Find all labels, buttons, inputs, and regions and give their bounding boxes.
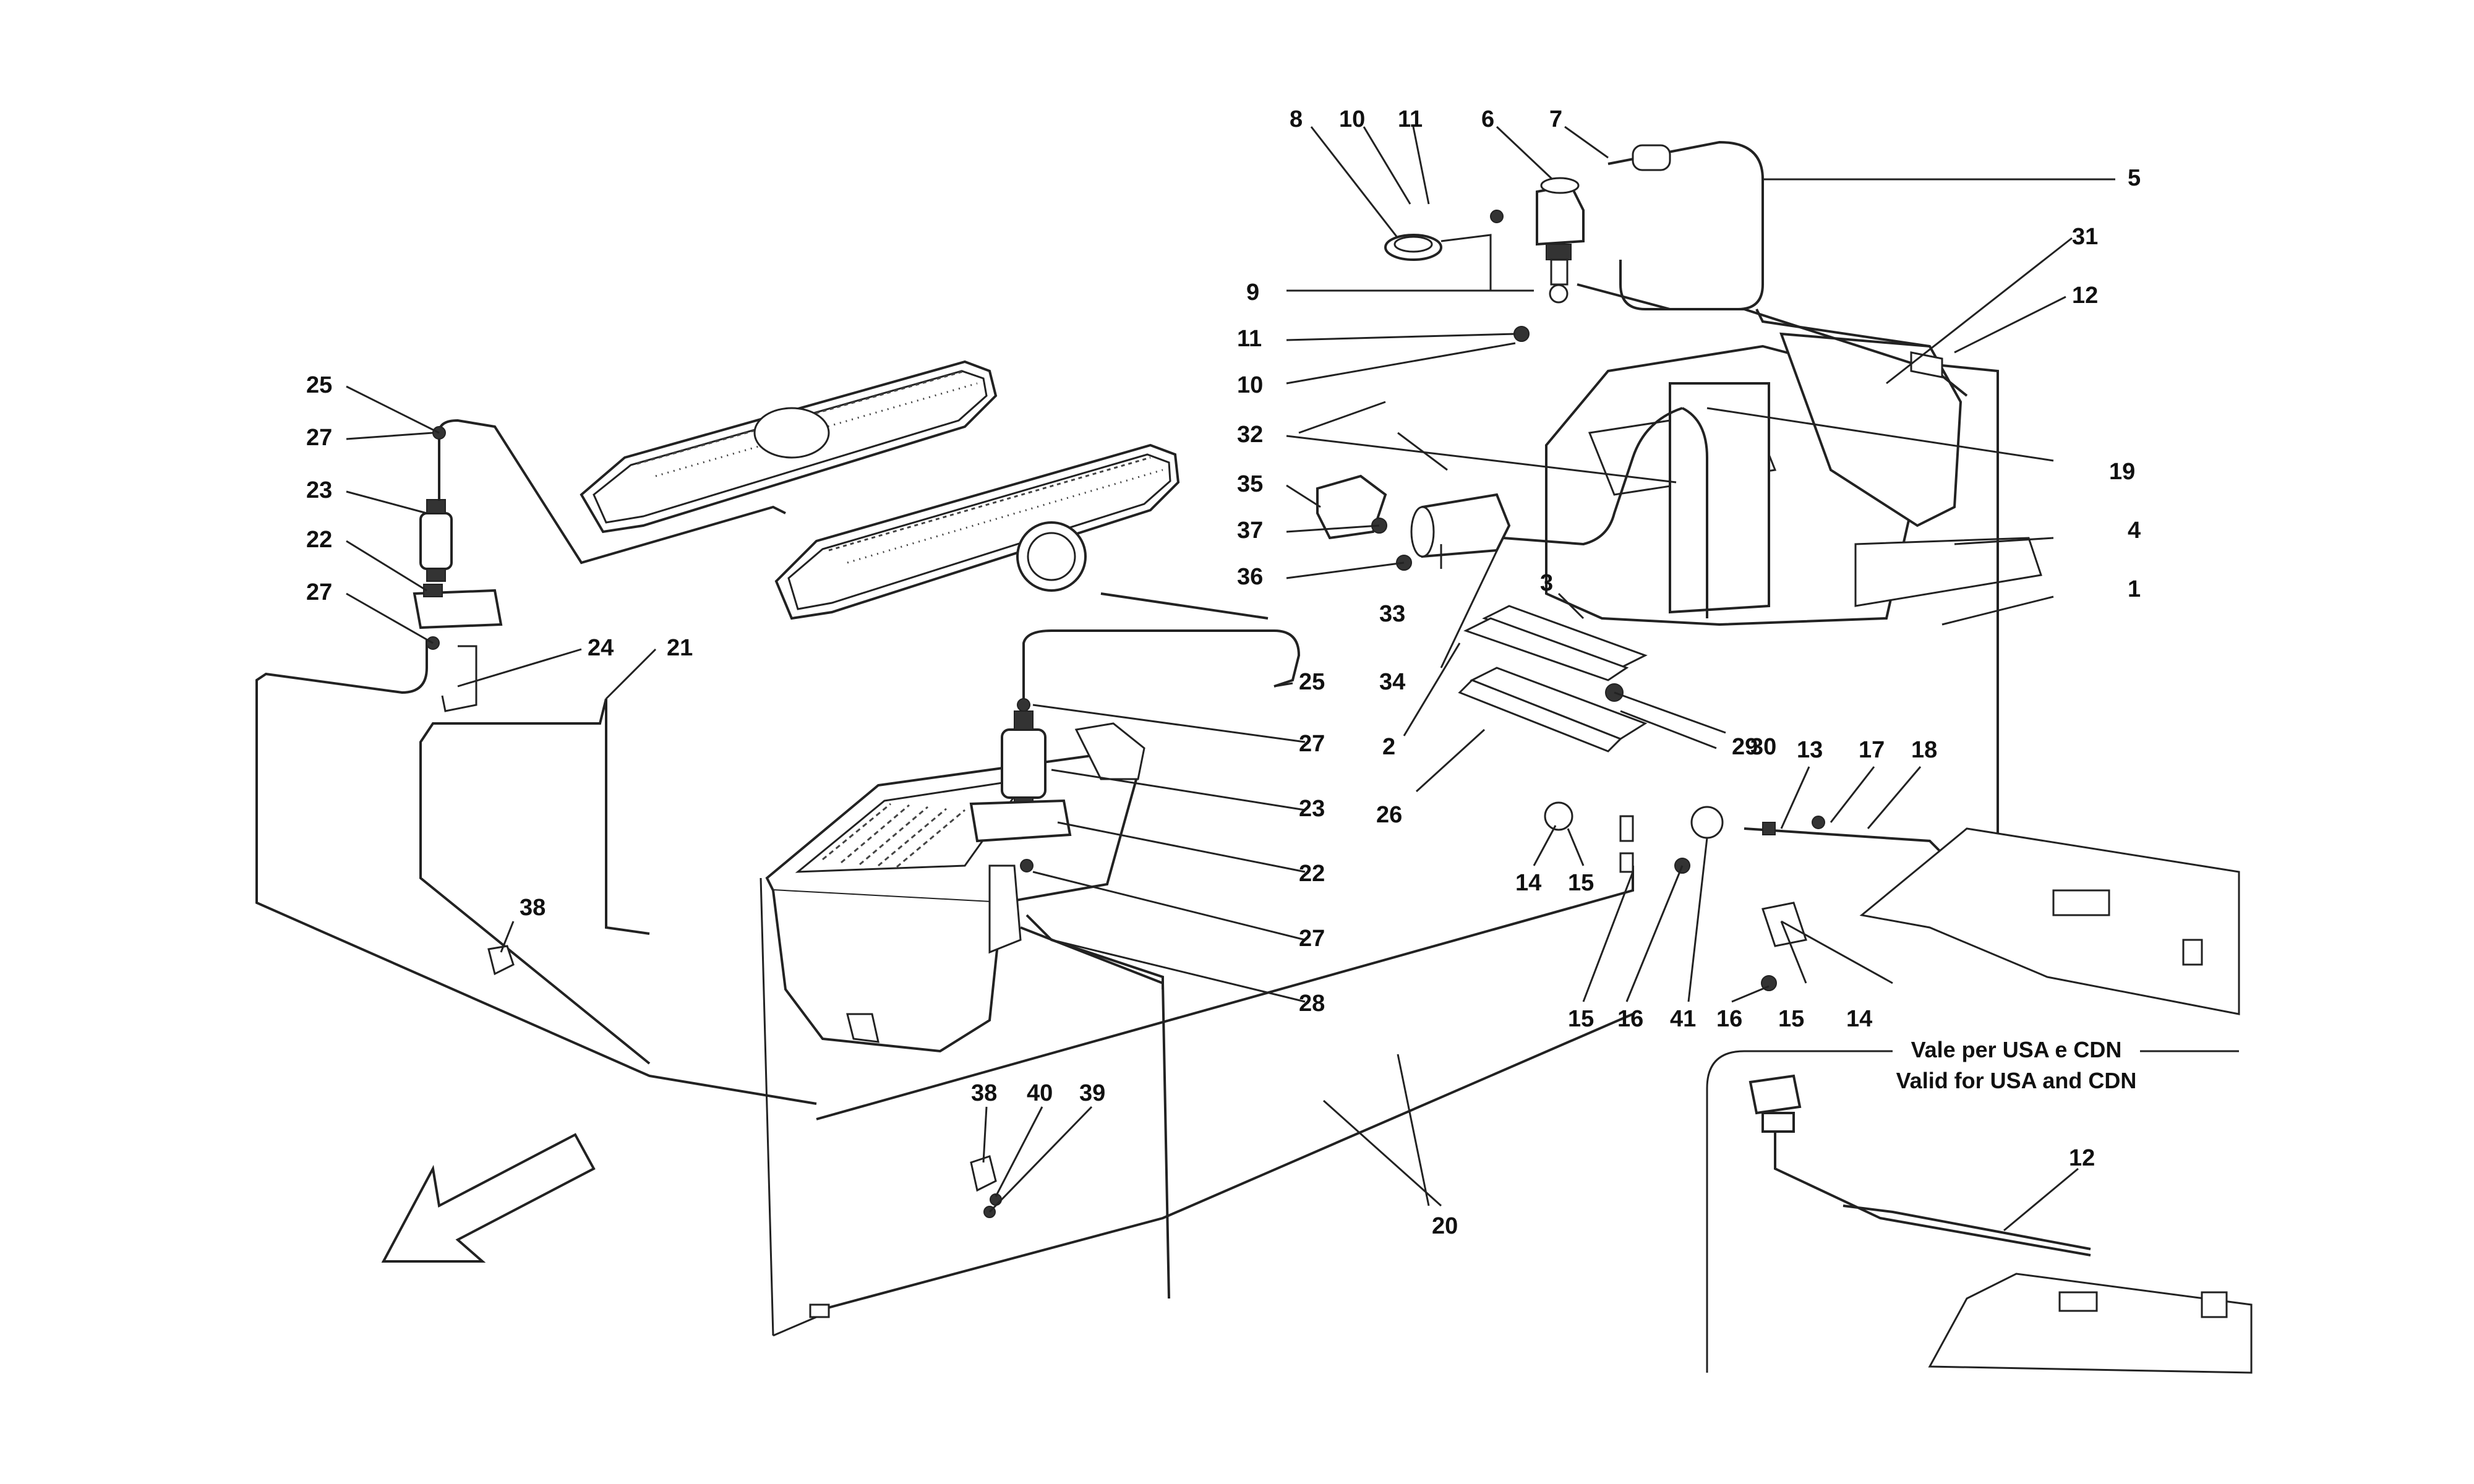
- part-label: 23: [1299, 796, 1325, 822]
- part-label: 37: [1237, 518, 1263, 544]
- part-label: 8: [1290, 106, 1303, 132]
- part-label: 3: [1540, 570, 1553, 596]
- part-label: 4: [2128, 518, 2141, 544]
- part-label: 14: [1846, 1006, 1872, 1032]
- pipe-19: [1682, 407, 1708, 618]
- part-label: 22: [306, 527, 332, 553]
- part-label: 16: [1617, 1006, 1643, 1032]
- part-label: 16: [1716, 1006, 1742, 1032]
- part-label: 38: [520, 895, 546, 921]
- canister-tank: [1545, 332, 2042, 626]
- right-frame-section: [1859, 827, 2240, 1015]
- part-label: 29: [1732, 734, 1758, 760]
- pipe-21: [255, 640, 817, 1105]
- part-label: 12: [2069, 1145, 2095, 1171]
- part-label: 19: [2109, 459, 2135, 485]
- part-label: 10: [1237, 372, 1263, 398]
- part-label: 6: [1481, 106, 1494, 132]
- part-label: 9: [1246, 279, 1259, 305]
- usa-cdn-inset: [1706, 1050, 2253, 1374]
- support-bracket-2: [1463, 605, 1648, 681]
- support-bracket-26: [1458, 667, 1648, 753]
- valve-33: [1410, 493, 1511, 558]
- part-label: 25: [306, 372, 332, 398]
- pipe-25-center: [1022, 592, 1301, 711]
- part-label: 11: [1237, 326, 1262, 352]
- bracket-24: [441, 645, 477, 712]
- pipe-32: [1502, 407, 1683, 546]
- part-label: 14: [1515, 870, 1541, 896]
- part-labels: 8 10 11 6 7 5 31 12 9 11 10 25 27 23 22 …: [306, 106, 2141, 1239]
- cam-cover-rear: [580, 360, 998, 534]
- part-label: 15: [1778, 1006, 1804, 1032]
- part-label: 18: [1911, 737, 1937, 763]
- part-label: 38: [971, 1080, 997, 1106]
- part-label: 40: [1027, 1080, 1053, 1106]
- clamp-35: [1316, 474, 1387, 540]
- valve-23-center: [1001, 710, 1047, 814]
- part-label: 36: [1237, 564, 1263, 590]
- note-line-italian: Vale per USA e CDN: [1911, 1037, 2122, 1062]
- part-label: 11: [1398, 106, 1423, 132]
- part-label: 31: [2072, 224, 2098, 250]
- bracket-28: [988, 864, 1022, 954]
- part-label: 10: [1339, 106, 1365, 132]
- part-label: 41: [1670, 1006, 1696, 1032]
- bracket-22-left: [413, 584, 503, 629]
- pipe-28: [1025, 914, 1164, 989]
- part-label: 32: [1237, 422, 1263, 448]
- leader-lines: [346, 126, 2115, 1337]
- part-label: 27: [1299, 926, 1325, 952]
- linkage-13: [1690, 806, 1943, 947]
- note-line-english: Valid for USA and CDN: [1896, 1068, 2137, 1093]
- part-label: 27: [306, 425, 332, 451]
- clamp-8: [1384, 234, 1522, 292]
- air-filter-housing: [765, 722, 1145, 1053]
- part-label: 27: [1299, 731, 1325, 757]
- part-label: 27: [306, 579, 332, 605]
- part-label: 22: [1299, 861, 1325, 887]
- valve-23-left: [419, 499, 453, 582]
- part-label: 34: [1379, 669, 1405, 695]
- part-label: 12: [2072, 283, 2098, 309]
- part-label: 5: [2128, 165, 2141, 191]
- part-label: 39: [1079, 1080, 1105, 1106]
- part-label: 21: [667, 635, 693, 661]
- bracket-22-center: [969, 799, 1072, 843]
- part-label: 33: [1379, 601, 1405, 627]
- part-label: 2: [1382, 734, 1395, 760]
- part-label: 30: [1750, 734, 1776, 760]
- part-label: 17: [1859, 737, 1885, 763]
- part-label: 15: [1568, 1006, 1594, 1032]
- pipe-5: [1607, 140, 1764, 310]
- part-label: 7: [1549, 106, 1562, 132]
- part-label: 25: [1299, 669, 1325, 695]
- part-label: 35: [1237, 471, 1263, 497]
- part-label: 20: [1432, 1213, 1458, 1239]
- part-label: 28: [1299, 991, 1325, 1017]
- pipe-31: [1577, 283, 1968, 397]
- part-label: 26: [1376, 802, 1402, 828]
- part-label: 15: [1568, 870, 1594, 896]
- direction-arrow: [381, 1133, 596, 1263]
- part-label: 1: [2128, 576, 2141, 602]
- cam-cover-front: [774, 443, 1180, 620]
- part-label: 24: [588, 635, 614, 661]
- usa-cdn-note: Vale per USA e CDN Valid for USA and CDN: [1896, 1037, 2137, 1093]
- part-label: 13: [1797, 737, 1823, 763]
- valve-6: [1536, 177, 1585, 304]
- part-label: 23: [306, 477, 332, 503]
